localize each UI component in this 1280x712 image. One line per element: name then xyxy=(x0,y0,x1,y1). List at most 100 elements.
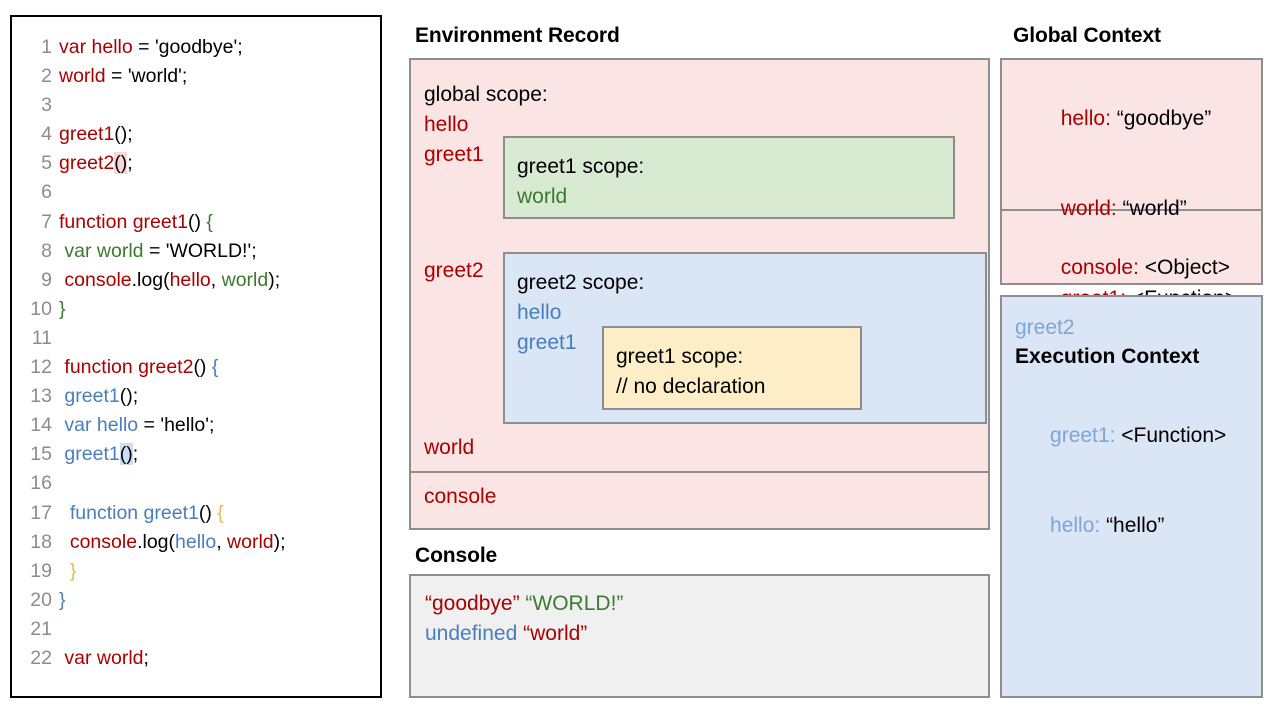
code-token: var hello xyxy=(59,414,139,437)
global-context-key: world xyxy=(1060,197,1111,220)
greet2-context-row: hello: “hello” xyxy=(1050,514,1165,537)
code-line-number: 7 xyxy=(41,210,52,233)
code-line-number: 3 xyxy=(41,94,52,117)
environment-record-box: global scope: hello greet1 greet2 world … xyxy=(409,58,990,530)
code-token: ; xyxy=(132,443,139,466)
greet2-context-name: greet2 xyxy=(1015,316,1075,339)
global-context-value: “world” xyxy=(1122,197,1187,220)
code-line: 4 greet1(); xyxy=(12,120,380,149)
code-token: greet1 xyxy=(59,123,115,146)
code-line: 6 xyxy=(12,178,380,207)
global-context-console-row: console: <Object> xyxy=(1060,256,1230,279)
code-token: greet1 xyxy=(59,443,120,466)
code-token: ); xyxy=(273,530,286,553)
global-context-row: world: “world” xyxy=(1060,197,1187,220)
greet2-context-key: hello xyxy=(1050,514,1095,537)
code-line-number: 14 xyxy=(30,414,52,437)
code-line: 10} xyxy=(12,295,380,324)
global-context-variables: hello: “goodbye” world: “world” greet1: … xyxy=(1002,60,1261,400)
code-token: = 'WORLD!'; xyxy=(143,239,257,262)
global-context-box: hello: “goodbye” world: “world” greet1: … xyxy=(1000,58,1263,400)
greet2-context-key: greet1 xyxy=(1050,424,1110,447)
greet1-scope-title: greet1 scope: xyxy=(517,155,645,178)
code-token: { xyxy=(211,356,219,379)
code-line: 20} xyxy=(12,586,380,615)
code-line-number: 2 xyxy=(41,65,52,88)
code-token: } xyxy=(59,559,77,582)
console-token: undefined xyxy=(425,622,518,645)
code-token: var hello xyxy=(59,36,133,58)
greet2-context-value: <Function> xyxy=(1121,424,1227,447)
greet2-scope-var-greet1: greet1 xyxy=(517,331,577,354)
console-heading: Console xyxy=(415,544,498,567)
code-token: ); xyxy=(268,268,281,291)
code-line: 11 xyxy=(12,324,380,353)
code-line-number: 18 xyxy=(30,530,52,553)
code-token: greet2 xyxy=(59,152,115,175)
console-output-line: undefined “world” xyxy=(425,619,988,649)
code-line-number: 9 xyxy=(41,268,52,291)
greet1-scope-var-world: world xyxy=(517,185,568,208)
spacer xyxy=(1015,371,1261,391)
code-token: greet1 xyxy=(59,385,120,408)
code-token: world xyxy=(221,268,269,291)
greet2-context-row: greet1: <Function> xyxy=(1050,424,1227,447)
code-token: , xyxy=(216,530,228,553)
global-scope-label: global scope: xyxy=(424,83,548,106)
code-token: () xyxy=(119,443,133,466)
console-token: “WORLD!” xyxy=(525,592,624,615)
code-token: (); xyxy=(114,123,133,146)
nested-greet1-scope-box: greet1 scope: // no declaration xyxy=(602,326,862,410)
console-output-line: “goodbye” “WORLD!” xyxy=(425,589,988,619)
code-line-number: 17 xyxy=(30,501,52,524)
code-line-number: 12 xyxy=(30,356,52,379)
global-context-heading: Global Context xyxy=(1013,24,1161,47)
global-context-console-value: <Object> xyxy=(1144,256,1230,279)
code-token: { xyxy=(206,210,213,233)
global-context-value: “goodbye” xyxy=(1116,107,1212,130)
code-line-number: 16 xyxy=(30,472,52,495)
code-token: { xyxy=(217,501,224,524)
code-token: () xyxy=(198,501,218,524)
code-line: 18 console.log(hello, world); xyxy=(12,528,380,557)
greet2-context-value: “hello” xyxy=(1106,514,1165,537)
code-line-number: 5 xyxy=(41,152,52,175)
code-line: 9 console.log(hello, world); xyxy=(12,266,380,295)
code-line-number: 4 xyxy=(41,123,52,146)
global-context-row: hello: “goodbye” xyxy=(1060,107,1212,130)
code-line-number: 15 xyxy=(30,443,52,466)
code-line: 15 greet1(); xyxy=(12,440,380,469)
console-token: “goodbye” xyxy=(425,592,520,615)
console-output-box: “goodbye” “WORLD!”undefined “world” xyxy=(409,574,990,698)
code-token: world xyxy=(227,530,274,553)
code-token: ; xyxy=(143,646,149,669)
global-scope-region: global scope: hello greet1 greet2 world … xyxy=(411,60,988,473)
nested-greet1-scope-title: greet1 scope: xyxy=(616,345,744,368)
code-line: 8 var world = 'WORLD!'; xyxy=(12,237,380,266)
code-token: function greet1 xyxy=(59,210,189,233)
global-var-greet2: greet2 xyxy=(424,259,484,282)
code-line: 19 } xyxy=(12,557,380,586)
code-token: } xyxy=(59,588,66,611)
global-context-key: hello xyxy=(1060,107,1106,130)
code-line: 22 var world; xyxy=(12,644,380,673)
greet2-execution-context-box: greet2 Execution Context greet1: <Functi… xyxy=(1000,295,1263,698)
code-token: console xyxy=(59,530,138,553)
greet2-scope-var-hello: hello xyxy=(517,301,562,324)
console-token: “world” xyxy=(523,622,588,645)
global-context-console-key: console xyxy=(1060,256,1134,279)
code-line: 12 function greet2() { xyxy=(12,353,380,382)
code-line-number: 22 xyxy=(30,646,52,669)
global-var-greet1: greet1 xyxy=(424,143,484,166)
code-line-number: 21 xyxy=(30,617,52,640)
code-line-number: 19 xyxy=(30,559,52,582)
greet2-context-title: Execution Context xyxy=(1015,345,1200,368)
code-line-number: 20 xyxy=(30,588,52,611)
